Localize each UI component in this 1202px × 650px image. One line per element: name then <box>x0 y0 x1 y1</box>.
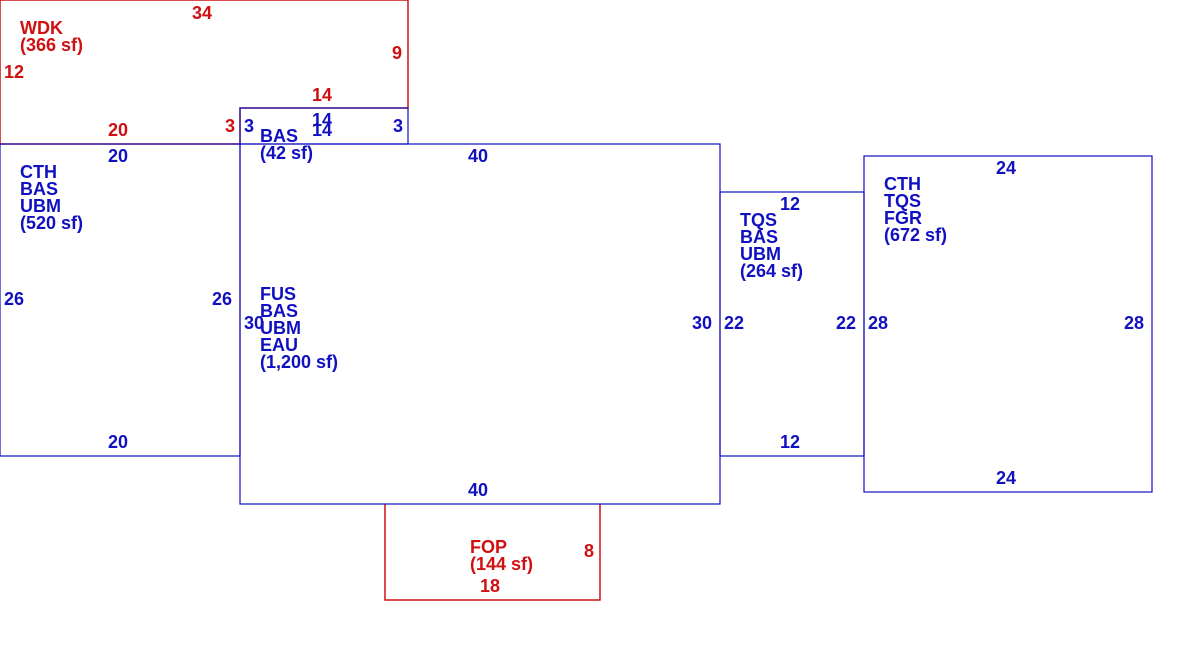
cth-right-dim-bottom: 24 <box>996 468 1016 488</box>
bas-small-dim-left: 3 <box>244 116 254 136</box>
wdk-dim-top: 34 <box>192 3 212 23</box>
tqs-dim-right: 22 <box>836 313 856 333</box>
fus-main-outline <box>239 143 721 505</box>
fus-main-dim-bottom: 40 <box>468 480 488 500</box>
bas-small-dim-right: 3 <box>393 116 403 136</box>
cth-left-dim-bottom: 20 <box>108 432 128 452</box>
wdk-dim-bottom-left: 20 <box>108 120 128 140</box>
fop-outline <box>384 504 601 601</box>
tqs-dim-bottom: 12 <box>780 432 800 452</box>
wdk-dim-right: 9 <box>392 43 402 63</box>
fus-main-label: FUS BAS UBM EAU (1,200 sf) <box>260 284 338 372</box>
wdk-dim-left: 12 <box>4 62 24 82</box>
bas-small-dim-bottom: 14 <box>312 120 332 140</box>
fus-main-dim-left: 30 <box>244 313 264 333</box>
cth-right-dim-top: 24 <box>996 158 1016 178</box>
cth-right-dim-left: 28 <box>868 313 888 333</box>
cth-right-label: CTH TQS FGR (672 sf) <box>884 174 947 245</box>
wdk-dim-bottom-mid: 3 <box>225 116 235 136</box>
cth-left-dim-left: 26 <box>4 289 24 309</box>
tqs-dim-top: 12 <box>780 194 800 214</box>
tqs-label: TQS BAS UBM (264 sf) <box>740 210 803 281</box>
cth-left-dim-top: 20 <box>108 146 128 166</box>
fop-label: FOP (144 sf) <box>470 537 533 574</box>
fop-dim-right: 8 <box>584 541 594 561</box>
tqs-dim-left: 22 <box>724 313 744 333</box>
bas-small-label: BAS (42 sf) <box>260 126 313 163</box>
fop-dim-bottom: 18 <box>480 576 500 596</box>
wdk-dim-notch-top: 14 <box>312 85 332 105</box>
cth-left-label: CTH BAS UBM (520 sf) <box>20 162 83 233</box>
cth-right-dim-right: 28 <box>1124 313 1144 333</box>
fus-main-dim-right: 30 <box>692 313 712 333</box>
wdk-label: WDK (366 sf) <box>20 18 83 55</box>
fus-main-dim-top: 40 <box>468 146 488 166</box>
cth-right-outline <box>863 155 1153 493</box>
bas-small-dim-top: 14 <box>312 110 332 130</box>
cth-left-dim-right: 26 <box>212 289 232 309</box>
